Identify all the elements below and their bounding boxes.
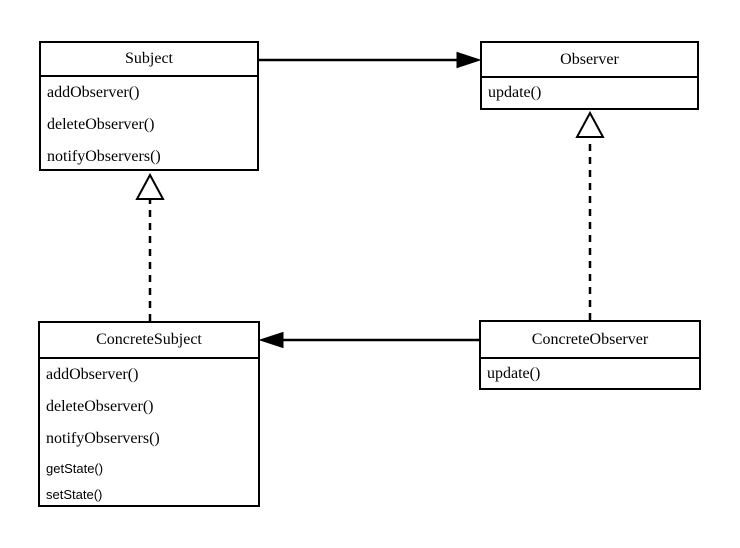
class-methods-concrete-observer: update() [481,359,699,389]
class-box-concrete-subject: ConcreteSubject addObserver() deleteObse… [38,321,260,507]
class-methods-concrete-subject: addObserver() deleteObserver() notifyObs… [40,359,258,507]
class-title-concrete-subject: ConcreteSubject [40,323,258,359]
method-label: notifyObservers() [46,430,160,447]
method-label: addObserver() [47,84,140,101]
class-title-observer: Observer [482,43,697,78]
method-label: notifyObservers() [47,148,161,165]
association-arrow-concrete-observer-to-concrete-subject [258,331,479,349]
method-label-small: getState() [46,460,104,476]
class-methods-observer: update() [482,78,697,108]
method-label: update() [487,365,541,382]
method-label-small: setState() [46,486,103,502]
generalization-arrow-concrete-subject-to-subject [135,172,165,321]
class-title-concrete-observer: ConcreteObserver [481,322,699,359]
method-label: deleteObserver() [47,116,155,133]
class-box-observer: Observer update() [480,41,699,110]
association-arrow-subject-to-observer [259,51,482,69]
class-methods-subject: addObserver() deleteObserver() notifyObs… [41,77,257,173]
generalization-arrow-concrete-observer-to-observer [575,110,605,320]
class-box-concrete-observer: ConcreteObserver update() [479,320,701,390]
class-box-subject: Subject addObserver() deleteObserver() n… [39,41,259,171]
method-label: update() [488,84,542,101]
class-title-subject: Subject [41,43,257,77]
method-label: addObserver() [46,366,139,383]
method-label: deleteObserver() [46,398,154,415]
